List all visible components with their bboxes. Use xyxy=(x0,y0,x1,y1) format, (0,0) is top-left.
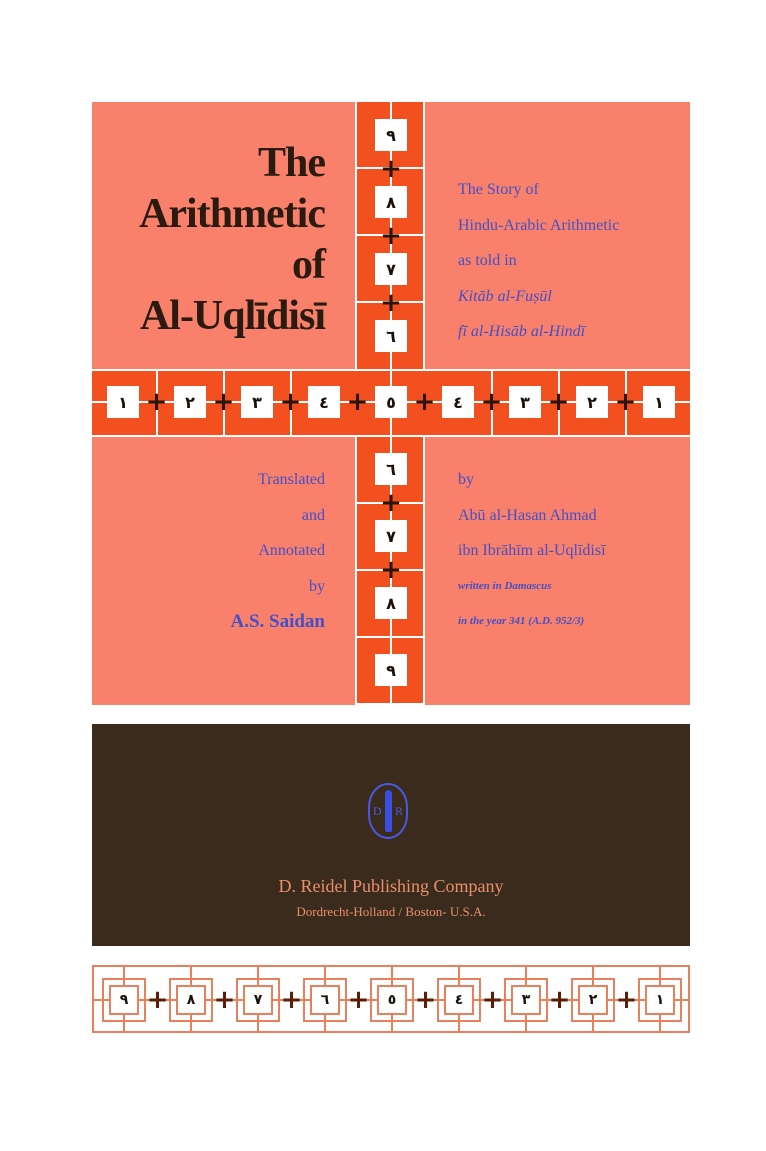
credit-line: Translated xyxy=(258,471,325,488)
subtitle-line: The Story of xyxy=(458,181,539,198)
plus-sign: + xyxy=(279,387,302,417)
band-grid-line xyxy=(557,371,560,435)
logo-letter: D xyxy=(373,803,382,818)
numeral-box: ١ xyxy=(643,386,675,418)
author-note: written in Damascus xyxy=(458,579,552,592)
plus-sign: + xyxy=(380,287,402,318)
numeral-box: ٩ xyxy=(375,119,407,151)
credit-line: by xyxy=(309,577,325,595)
numeral-box: ٢ xyxy=(576,386,608,418)
title-line: The xyxy=(257,140,326,186)
plus-sign: + xyxy=(480,387,503,417)
plus-sign: + xyxy=(212,387,235,417)
numeral-box: ٧ xyxy=(375,253,407,285)
subtitle: The Story of Hindu-Arabic Arithmetic as … xyxy=(458,172,619,350)
band-grid-line xyxy=(289,371,292,435)
numeral-box: ١ xyxy=(107,386,139,418)
band-grid-line xyxy=(357,635,423,638)
plus-sign: + xyxy=(380,153,402,184)
numeral-box: ٦ xyxy=(375,320,407,352)
publisher-place: Dordrecht-Holland / Boston- U.S.A. xyxy=(296,904,486,919)
publisher-logo-icon: D R xyxy=(368,783,408,839)
author-credit: by Abū al-Hasan Ahmad ibn Ibrāhīm al-Uql… xyxy=(458,462,606,640)
credit-line: Annotated xyxy=(258,542,325,559)
numeral-box: ٢ xyxy=(174,386,206,418)
title-line: Al-Uqlīdisī xyxy=(139,293,326,339)
subtitle-italic-line: fī al-Hisāb al-Hindī xyxy=(458,323,586,340)
plus-sign: + xyxy=(547,387,570,417)
book-title: The Arithmetic of Al-Uqlīdisī xyxy=(139,138,326,342)
numeral-box: ٣ xyxy=(241,386,273,418)
translator-name: A.S. Saidan xyxy=(230,611,325,632)
band-grid-line xyxy=(222,371,225,435)
numeral-box: ٤ xyxy=(442,386,474,418)
author-by: by xyxy=(458,471,474,488)
band-grid-line xyxy=(155,371,158,435)
plus-sign: + xyxy=(380,220,402,251)
translator-credit: Translated and Annotated by A.S. Saidan xyxy=(230,462,325,640)
band-grid-line xyxy=(490,371,493,435)
numeral-box: ٦ xyxy=(375,453,407,485)
plus-sign: + xyxy=(380,554,402,585)
band-grid-line xyxy=(357,300,423,303)
band-grid-line xyxy=(357,501,423,504)
credit-line: and xyxy=(301,506,325,524)
bottom-numeral-strip xyxy=(92,965,690,1033)
numeral-box: ٨ xyxy=(375,186,407,218)
band-grid-line xyxy=(357,568,423,571)
author-note: in the year 341 (A.D. 952/3) xyxy=(458,615,585,627)
author-name-line: Abū al-Hasan Ahmad xyxy=(458,506,597,524)
plus-sign: + xyxy=(413,387,436,417)
numeral-box: ٩ xyxy=(375,654,407,686)
band-grid-line xyxy=(357,702,423,705)
plus-sign: + xyxy=(145,387,168,417)
title-line: Arithmetic xyxy=(139,191,326,237)
publisher-name: D. Reidel Publishing Company xyxy=(278,876,504,896)
subtitle-italic-line: Kitāb al-Fuṣūl xyxy=(458,287,552,305)
plus-sign: + xyxy=(346,387,369,417)
band-grid-line xyxy=(357,166,423,169)
numeral-box: ٨ xyxy=(375,587,407,619)
subtitle-line: as told in xyxy=(458,252,517,269)
numeral-box: ٣ xyxy=(509,386,541,418)
author-name-line: ibn Ibrāhīm al-Uqlīdisī xyxy=(458,542,606,559)
subtitle-line: Hindu-Arabic Arithmetic xyxy=(458,216,620,234)
numeral-box: ٥ xyxy=(375,386,407,418)
plus-sign: + xyxy=(614,387,637,417)
title-line: of xyxy=(292,242,326,288)
band-grid-line xyxy=(624,371,627,435)
numeral-box: ٤ xyxy=(308,386,340,418)
band-grid-line xyxy=(357,233,423,236)
numeral-box: ٧ xyxy=(375,520,407,552)
plus-sign: + xyxy=(380,487,402,518)
logo-letter: R xyxy=(394,803,403,818)
logo-figure xyxy=(384,790,392,832)
